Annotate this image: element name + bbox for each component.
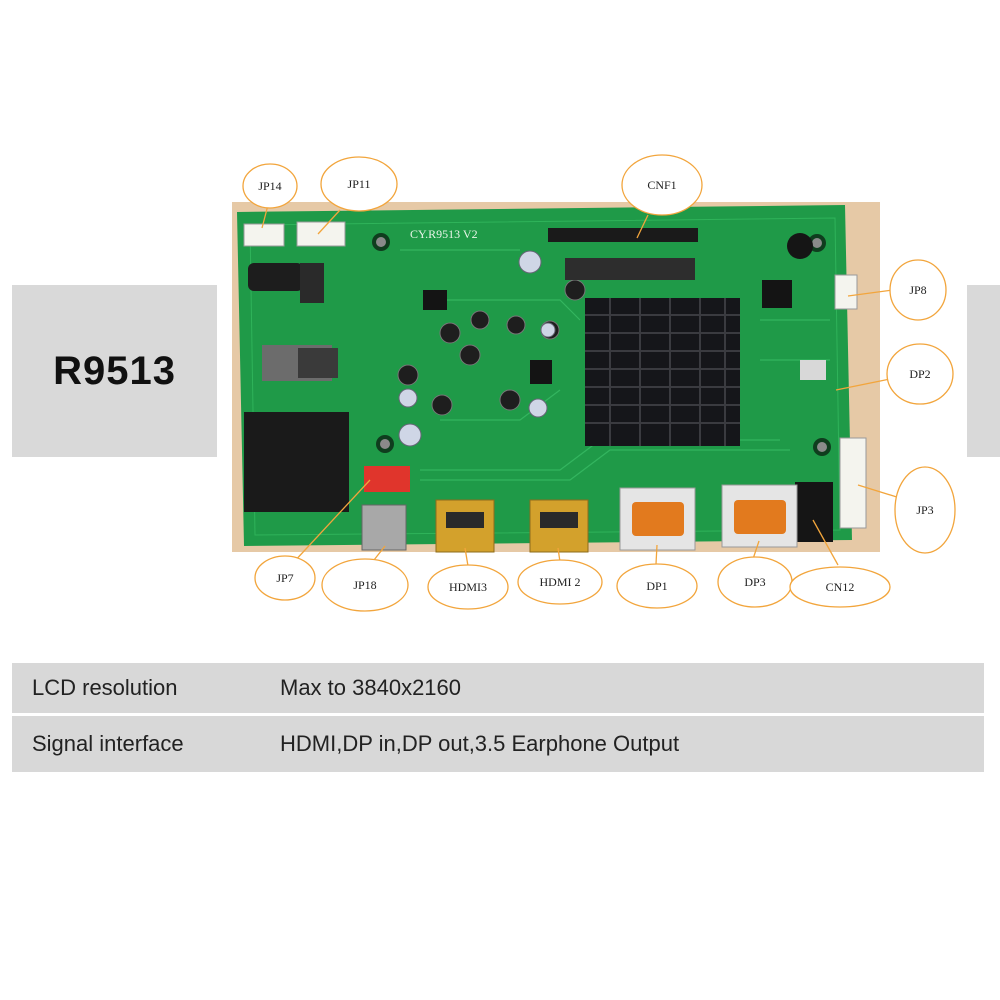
dp1-port (619, 487, 696, 551)
callout-dp2 (886, 343, 954, 405)
inductor-block (244, 412, 349, 512)
spec-row-signal-interface: Signal interface HDMI,DP in,DP out,3.5 E… (12, 716, 984, 772)
hdmi2-port (529, 499, 589, 553)
cnf1-header (548, 228, 698, 242)
callout-label-jp7: JP7 (276, 571, 293, 585)
callout-label-jp14: JP14 (258, 179, 281, 193)
model-title: R9513 (53, 348, 176, 393)
jp11-connector (296, 221, 346, 247)
board-photo: CY.R9513 V2 (232, 154, 956, 612)
callout-jp11 (320, 156, 398, 212)
callout-jp7 (254, 555, 316, 601)
hdmi3-port (435, 499, 495, 553)
dp3-port (721, 484, 798, 548)
callout-label-hdmi2: HDMI 2 (540, 575, 581, 589)
heatsink (585, 298, 740, 446)
callout-label-dp2: DP2 (909, 367, 930, 381)
callout-label-hdmi3: HDMI3 (449, 580, 487, 594)
right-side-band (967, 285, 1000, 457)
callout-label-dp3: DP3 (744, 575, 765, 589)
board-silkscreen: CY.R9513 V2 (410, 227, 478, 241)
callout-hdmi3 (427, 564, 509, 610)
spec-label: Signal interface (32, 731, 184, 756)
callout-label-jp3: JP3 (916, 503, 933, 517)
callout-cnf1 (621, 154, 703, 216)
callout-label-jp11: JP11 (348, 177, 371, 191)
callout-label-cnf1: CNF1 (647, 178, 676, 192)
callout-label-cn12: CN12 (826, 580, 855, 594)
callout-jp18 (321, 558, 409, 612)
jp14-connector (243, 223, 285, 247)
cn12-jack (795, 482, 833, 542)
jp7-connector (364, 466, 410, 492)
spec-value: Max to 3840x2160 (280, 675, 462, 700)
model-band: R9513 (12, 285, 217, 457)
spec-label: LCD resolution (32, 675, 178, 700)
jp3-connector (839, 437, 867, 529)
jp18-jack (361, 504, 407, 551)
callout-label-dp1: DP1 (646, 579, 667, 593)
spec-table: LCD resolution Max to 3840x2160 Signal i… (12, 663, 984, 772)
callout-cn12 (789, 566, 891, 608)
callout-dp1 (616, 563, 698, 609)
callout-hdmi2 (517, 559, 603, 605)
callout-jp3 (894, 466, 956, 554)
callout-label-jp18: JP18 (353, 578, 376, 592)
callout-label-jp8: JP8 (909, 283, 926, 297)
spec-value: HDMI,DP in,DP out,3.5 Earphone Output (280, 731, 680, 756)
spec-row-lcd-resolution: LCD resolution Max to 3840x2160 (12, 663, 984, 713)
callout-jp8 (889, 259, 947, 321)
jp8-connector (834, 274, 858, 310)
callout-jp14 (242, 163, 298, 209)
